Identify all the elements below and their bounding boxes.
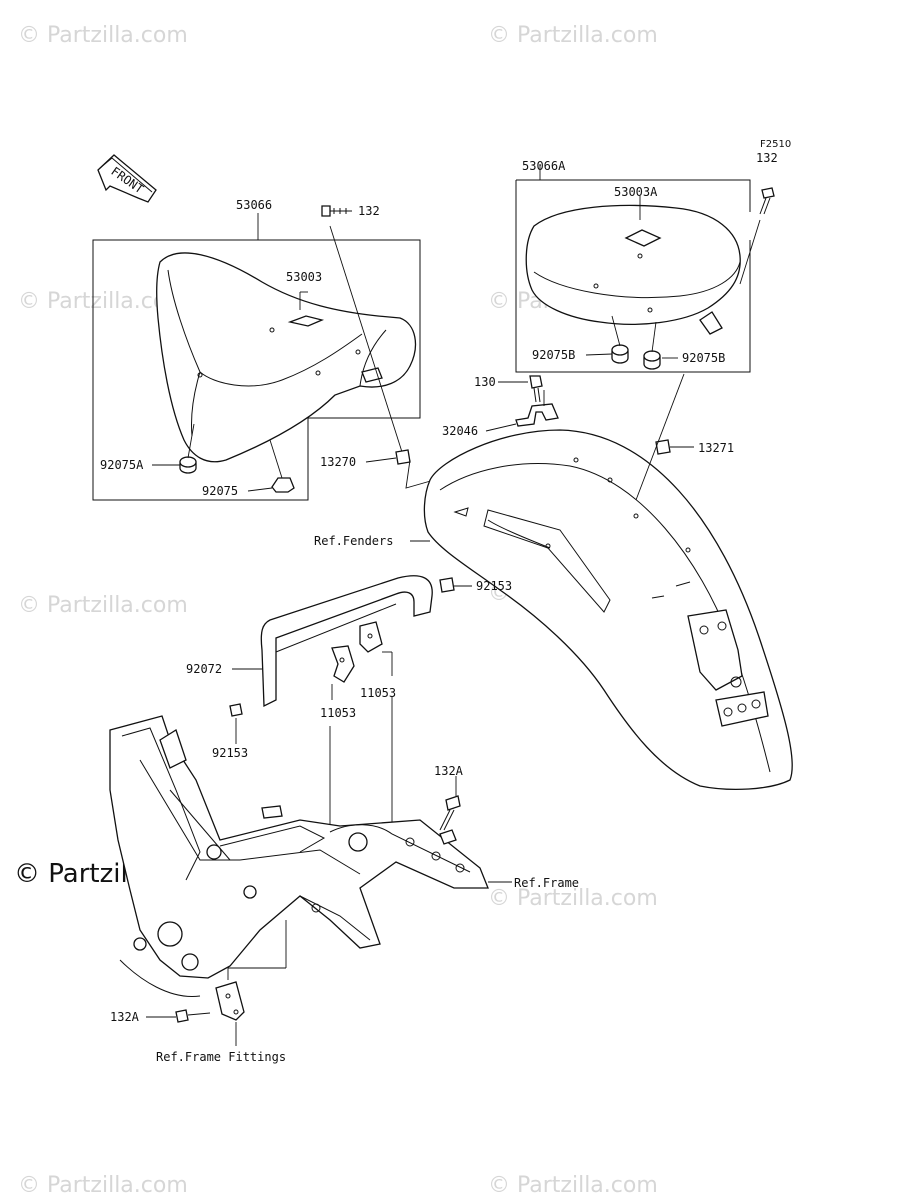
label-92072: 92072 (186, 662, 222, 676)
label-53066: 53066 (236, 198, 272, 212)
label-11053-a: 11053 (320, 706, 356, 720)
watermark-2: © Partzilla.com (488, 23, 658, 48)
label-ref-fenders: Ref.Fenders (314, 534, 393, 548)
watermark-8: © Partzilla.com (18, 1173, 188, 1198)
rear-fender (423, 429, 793, 791)
watermark-7: © Partzilla.com (488, 886, 658, 911)
label-53003: 53003 (286, 270, 322, 284)
label-53066A: 53066A (522, 159, 566, 173)
bolt-132A-upper (439, 795, 461, 831)
label-92075B-left: 92075B (532, 348, 575, 362)
front-seat (156, 252, 417, 463)
label-ref-frame-fittings: Ref.Frame Fittings (156, 1050, 286, 1064)
label-132A-upper: 132A (434, 764, 464, 778)
label-132-left: 132 (358, 204, 380, 218)
clip-13270 (395, 449, 411, 465)
label-13271: 13271 (698, 441, 734, 455)
label-ref-frame: Ref.Frame (514, 876, 579, 890)
rear-seat (525, 204, 741, 335)
bracket-11053-a (331, 645, 355, 683)
label-92075: 92075 (202, 484, 238, 498)
watermark-1: © Partzilla.com (18, 23, 188, 48)
bolt-92153-right (439, 577, 455, 593)
label-92153-right: 92153 (476, 579, 512, 593)
watermark-9: © Partzilla.com (488, 1173, 658, 1198)
bracket-11053-b (359, 621, 383, 653)
label-132-right: 132 (756, 151, 778, 165)
label-11053-b: 11053 (360, 686, 396, 700)
grommet-92075B-b (643, 350, 661, 370)
frame-fitting-bracket (215, 981, 245, 1021)
clip-13271 (655, 439, 671, 455)
label-32046: 32046 (442, 424, 478, 438)
bracket-32046 (515, 403, 559, 427)
label-130: 130 (474, 375, 496, 389)
grommet-92075A (179, 456, 197, 474)
bolt-132A-lower (175, 1009, 211, 1023)
label-92153-left: 92153 (212, 746, 248, 760)
label-13270: 13270 (320, 455, 356, 469)
watermark-5: © Partzilla.com (18, 593, 188, 618)
label-92075B-right: 92075B (682, 351, 725, 365)
frame (109, 715, 489, 998)
label-53003A: 53003A (614, 185, 658, 199)
bolt-132-right (759, 187, 775, 215)
bolt-92153-left (229, 703, 243, 717)
seat-strap-92072 (260, 575, 433, 708)
diagram-code: F2510 (760, 139, 791, 150)
bolt-130 (529, 375, 543, 403)
label-132A-lower: 132A (110, 1010, 140, 1024)
pillion-group-box (515, 179, 751, 373)
label-92075A: 92075A (100, 458, 144, 472)
callout-labels: 53066 132 53003 92075A 92075 53066A 5300… (100, 151, 778, 1064)
grommet-92075 (271, 477, 295, 493)
bolt-132-left (321, 205, 352, 217)
front-arrow-icon: FRONT (97, 154, 157, 203)
grommet-92075B-a (611, 344, 629, 364)
